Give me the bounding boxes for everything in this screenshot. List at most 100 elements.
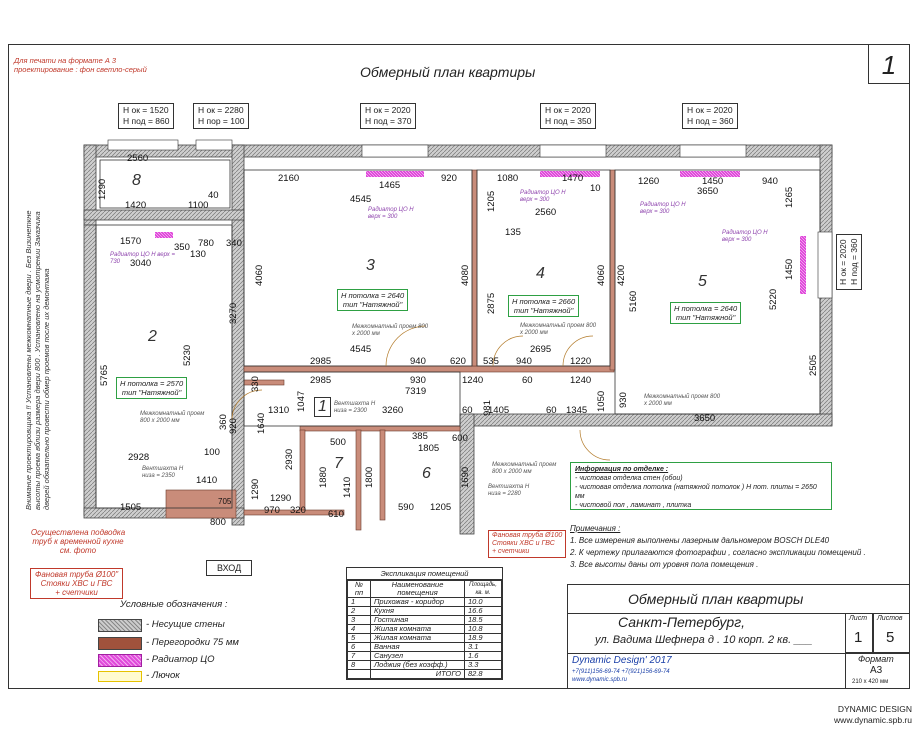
radiator-label: Радиатор ЦО Н верх = 300 — [368, 207, 414, 220]
titleblock-divider — [567, 653, 845, 689]
dimension-label: 600 — [452, 433, 468, 444]
door-note: Межкомнатный проем 800 х 2000 мм — [520, 323, 597, 336]
radiator-label: Радиатор ЦО Н верх = 300 — [520, 190, 566, 203]
legend-partition-swatch — [98, 637, 142, 650]
dimension-label: 2985 — [310, 375, 332, 386]
dimension-label: 2985 — [310, 356, 332, 367]
dimension-label: 1047 — [296, 390, 307, 412]
titleblock-cell — [845, 613, 873, 653]
sheets-value: 5 — [886, 629, 895, 646]
legend-label: - Перегородки 75 мм — [146, 637, 239, 648]
legend-label: - Радиатор ЦО — [146, 654, 215, 665]
dimension-label: 930 — [410, 375, 426, 386]
dimension-label: 1265 — [784, 186, 795, 208]
dimension-label: 2560 — [535, 207, 557, 218]
dimension-label: 930 — [618, 392, 629, 408]
dimension-label: 1290 — [97, 178, 108, 200]
dimension-label: 3040 — [130, 258, 152, 269]
dimension-label: 1205 — [486, 190, 497, 212]
dimension-label: 800 — [210, 517, 226, 528]
dimension-label: 1405 — [488, 405, 510, 416]
dimension-label: 1310 — [268, 405, 290, 416]
dimension-label: 60 — [522, 375, 533, 386]
dimension-label: 1505 — [120, 502, 142, 513]
radiator-label: Радиатор ЦО Н верх = 300 — [640, 202, 686, 215]
dimension-label: 4200 — [616, 264, 627, 286]
radiator-label: Радиатор ЦО Н верх = 730 — [110, 252, 175, 265]
dimension-label: 5160 — [628, 290, 639, 312]
legend-bearing-swatch — [98, 619, 142, 632]
dimension-label: 3650 — [694, 413, 716, 424]
titleblock-cell — [845, 653, 910, 689]
dimension-label: 500 — [330, 437, 346, 448]
dimension-label: 1805 — [418, 443, 440, 454]
dimension-label: 60 — [546, 405, 557, 416]
dimension-label: 2930 — [284, 448, 295, 470]
dimension-label: 2875 — [486, 292, 497, 314]
room-number: 5 — [698, 273, 707, 290]
dimension-label: 981 — [482, 400, 493, 416]
dimension-label: 3650 — [697, 186, 719, 197]
legend-hatch-swatch — [98, 671, 142, 682]
dimension-label: 340 — [226, 238, 242, 249]
dimension-label: 1570 — [120, 236, 142, 247]
dimension-label: 920 — [441, 173, 457, 184]
sheet-label: Лист — [849, 615, 868, 622]
sheet-number: 1 — [868, 44, 910, 84]
dimension-label: 1290 — [250, 478, 261, 500]
dimension-label: 320 — [290, 505, 306, 516]
finishing-info: Информация по отделке : - чистовая отдел… — [570, 462, 832, 510]
titleblock-divider — [567, 613, 845, 653]
dimension-label: 1800 — [364, 466, 375, 488]
dimension-label: 1080 — [497, 173, 519, 184]
room-number: 2 — [148, 328, 157, 345]
vent-label: Вентшахта Н низа = 2280 — [488, 484, 530, 497]
dimension-label: 2695 — [530, 344, 552, 355]
dimension-label: 1420 — [125, 200, 147, 211]
dimension-label: 535 — [483, 356, 499, 367]
bearing-walls — [83, 144, 833, 535]
notes: Примечания : 1. Все измерения выполнены … — [570, 524, 866, 569]
dimension-label: 1410 — [196, 475, 218, 486]
legend-title: Условные обозначения : — [120, 599, 228, 610]
dimension-label: 4545 — [350, 344, 372, 355]
dimension-label: 5220 — [768, 288, 779, 310]
dimension-label: 1220 — [570, 356, 592, 367]
dimension-label: 385 — [412, 431, 428, 442]
dimension-label: 1050 — [596, 390, 607, 412]
dimension-label: 4060 — [254, 264, 265, 286]
legend-radiator-swatch — [98, 654, 142, 667]
dimension-label: 130 — [190, 249, 206, 260]
company-name: Dynamic Design' 2017 — [572, 655, 672, 666]
dimension-label: 1690 — [460, 466, 471, 488]
room-number: 3 — [366, 257, 375, 274]
legend-label: - Несущие стены — [146, 619, 225, 630]
dimension-label: 60 — [462, 405, 473, 416]
entrance-label: ВХОД — [206, 560, 253, 576]
dimension-label: 1410 — [342, 476, 353, 498]
door-note: Межкомнатный проем 800 х 2000 мм — [352, 324, 429, 337]
dimension-label: 1450 — [784, 258, 795, 280]
dimension-label: 970 — [264, 505, 280, 516]
titleblock-cell — [873, 613, 910, 653]
dimension-label: 1100 — [188, 200, 209, 211]
door-note: Межкомнатный проем 800 х 2000 мм — [492, 462, 557, 475]
dimension-label: 330 — [250, 376, 261, 392]
room-number: 4 — [536, 265, 545, 282]
dimension-label: 1465 — [379, 180, 401, 191]
dimension-label: 1345 — [566, 405, 588, 416]
radiators — [155, 171, 806, 294]
